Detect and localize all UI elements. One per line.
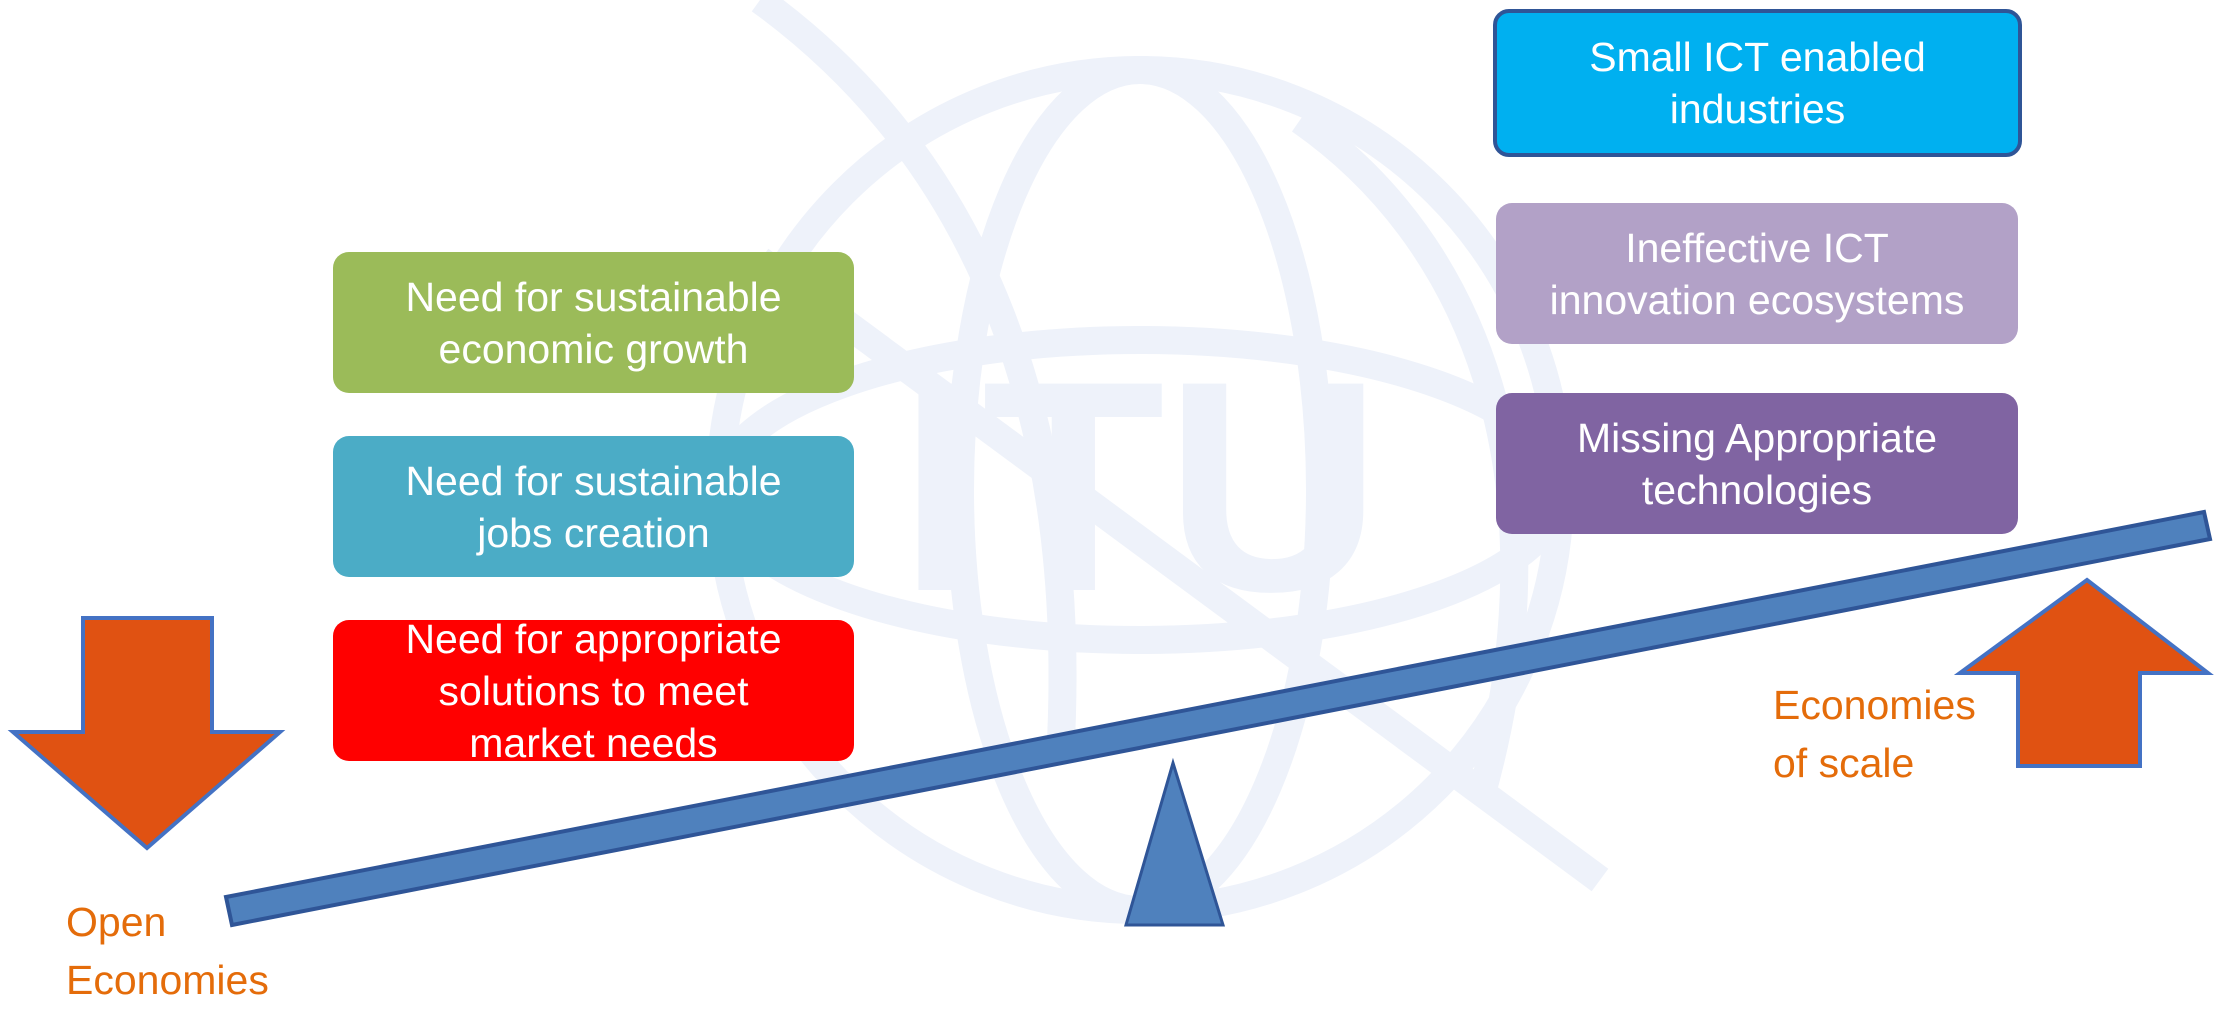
ineffective-ecosystems-text: Ineffective ICT innovation ecosystems [1549, 224, 1965, 323]
need-appropriate-solutions-text: Need for appropriate solutions to meet m… [405, 615, 782, 766]
economies-of-scale-label: Economies of scale [1773, 682, 1976, 786]
small-ict-industries-box: Small ICT enabled industries [1493, 9, 2022, 157]
small-ict-industries-text: Small ICT enabled industries [1589, 34, 1926, 132]
up-arrow-icon [1953, 577, 2214, 768]
open-economies-label: Open Economies [66, 899, 269, 1003]
watermark-text: ITU [898, 318, 1381, 654]
missing-technologies-box: Missing Appropriate technologies [1496, 393, 2018, 534]
need-appropriate-solutions-box: Need for appropriate solutions to meet m… [333, 616, 854, 766]
need-jobs-creation-text: Need for sustainable jobs creation [405, 457, 782, 556]
down-arrow-icon [7, 616, 286, 851]
need-jobs-creation-box: Need for sustainable jobs creation [333, 436, 854, 577]
need-economic-growth-text: Need for sustainable economic growth [405, 273, 782, 372]
fulcrum-triangle [1124, 757, 1226, 927]
seesaw-beam [223, 509, 2213, 928]
missing-technologies-text: Missing Appropriate technologies [1576, 414, 1938, 513]
ineffective-ecosystems-box: Ineffective ICT innovation ecosystems [1496, 203, 2018, 344]
need-economic-growth-box: Need for sustainable economic growth [333, 252, 854, 393]
